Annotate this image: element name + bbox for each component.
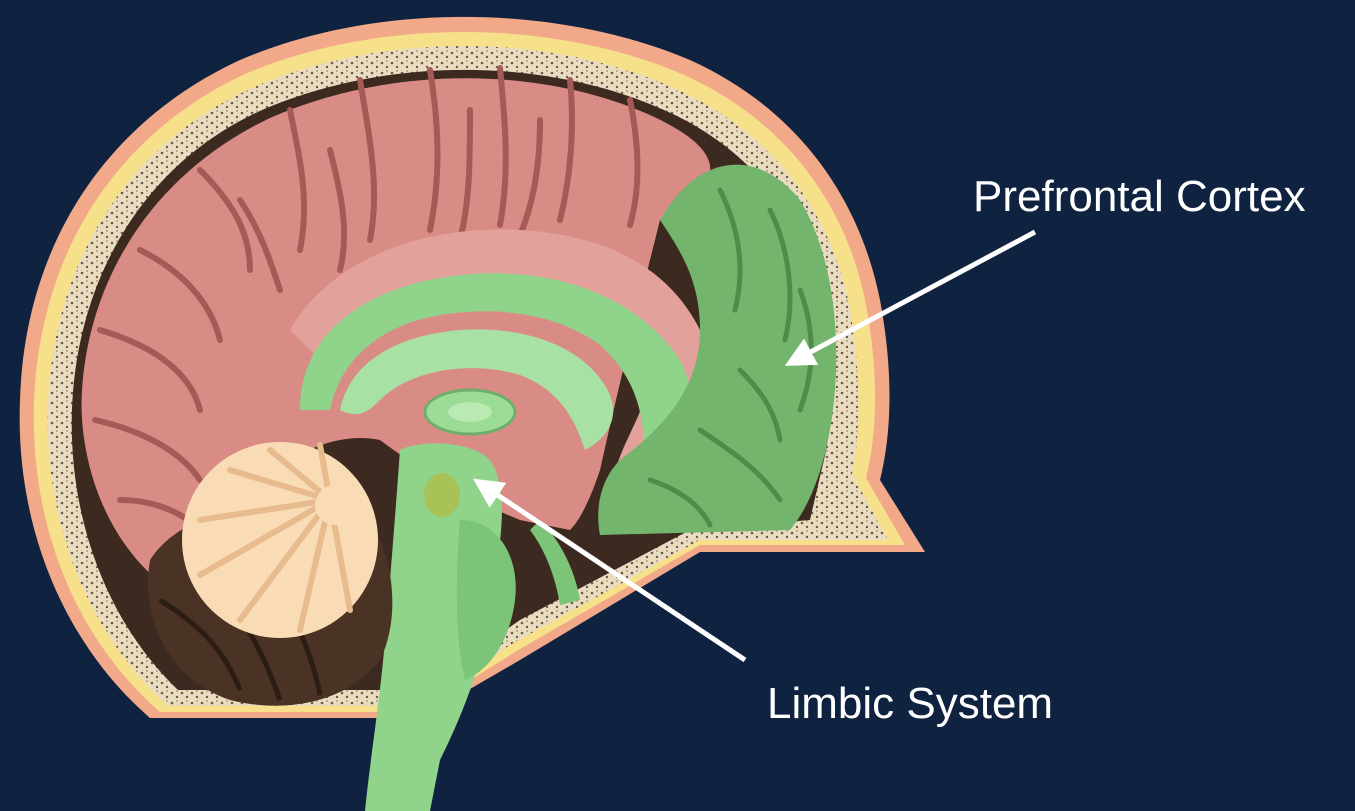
thalamus-core [448,402,492,422]
cerebellum-peduncle [315,485,355,525]
limbic-system-label: Limbic System [767,682,1053,726]
hypothalamus [424,473,460,517]
prefrontal-cortex-label: Prefrontal Cortex [973,175,1306,219]
